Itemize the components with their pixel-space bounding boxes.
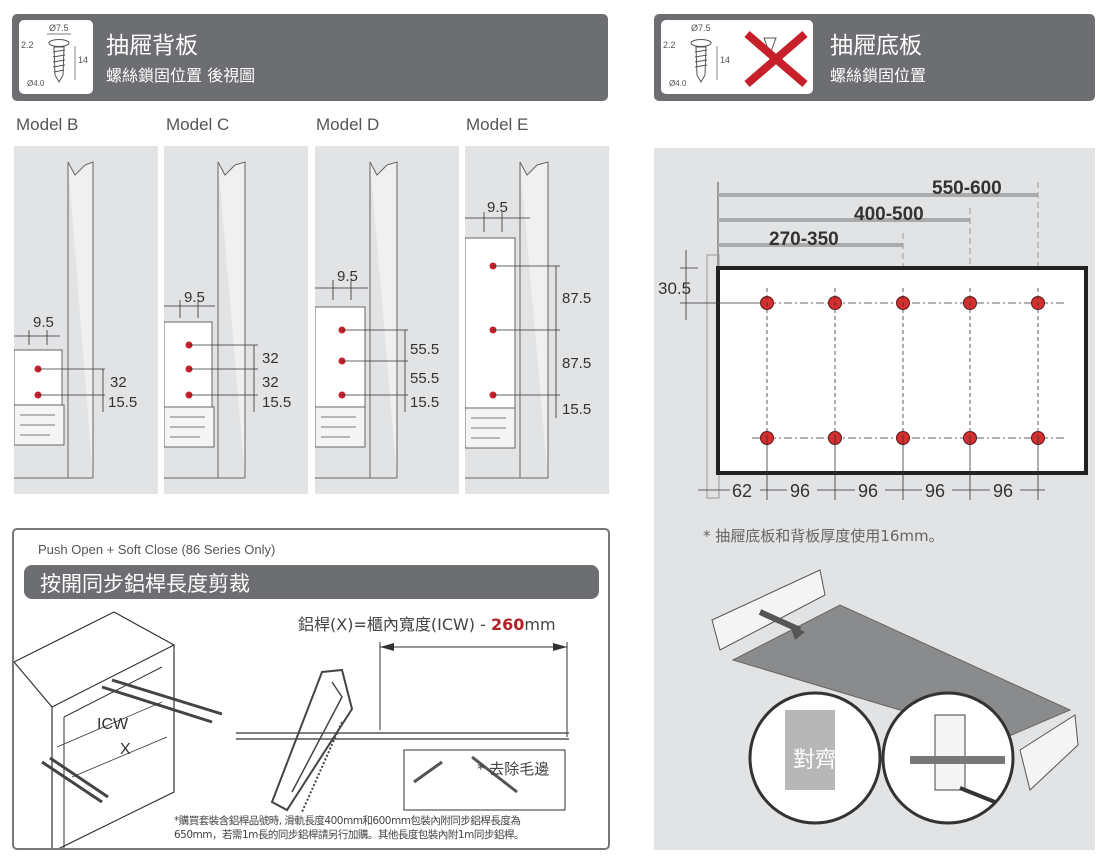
- model-e-label: Model E: [466, 115, 529, 134]
- formula-value: 260: [491, 615, 525, 634]
- length-270-350: 270-350: [769, 229, 839, 250]
- cut-formula: 鋁桿(X)=櫃內寬度(ICW) - 260mm: [298, 615, 556, 634]
- model-d-diagram: 9.5 55.5 55.5 15.5: [315, 146, 459, 494]
- svg-text:15.5: 15.5: [108, 394, 137, 411]
- header-subtitle: 螺絲鎖固位置 後視圖: [106, 66, 256, 85]
- footnote: *購買套裝含鋁桿品號時, 滑軌長度400mm和600mm包裝內附同步鋁桿長度為 …: [174, 815, 524, 841]
- cabinet-and-saw-illustration: ICW X: [14, 611, 569, 848]
- svg-text:2.2: 2.2: [21, 40, 34, 50]
- model-c-label: Model C: [166, 115, 230, 134]
- screw-not-used-icon: Ø7.5 2.2 14 Ø4.0: [661, 20, 813, 94]
- svg-text:32: 32: [110, 374, 127, 391]
- svg-text:Ø7.5: Ø7.5: [691, 23, 711, 33]
- svg-text:X: X: [120, 741, 131, 758]
- svg-text:2.2: 2.2: [663, 40, 676, 50]
- length-550-600: 550-600: [932, 178, 1002, 199]
- svg-text:ICW: ICW: [97, 716, 129, 733]
- svg-text:96: 96: [790, 481, 810, 501]
- svg-text:87.5: 87.5: [562, 290, 591, 307]
- svg-text:9.5: 9.5: [337, 268, 358, 285]
- svg-text:9.5: 9.5: [33, 314, 54, 331]
- length-400-500: 400-500: [854, 204, 924, 225]
- align-label: 對齊: [793, 748, 837, 773]
- svg-text:62: 62: [732, 481, 752, 501]
- svg-text:87.5: 87.5: [562, 355, 591, 372]
- thickness-note: * 抽屜底板和背板厚度使用16mm。: [703, 527, 944, 545]
- header-title: 抽屜底板: [830, 33, 922, 59]
- rod-cutting-section: Push Open + Soft Close (86 Series Only) …: [12, 528, 610, 850]
- model-d-label: Model D: [316, 115, 380, 134]
- svg-text:55.5: 55.5: [410, 341, 439, 358]
- svg-text:30.5: 30.5: [658, 279, 691, 298]
- screw-spec-icon: Ø7.5 2.2 14 Ø4.0: [19, 20, 93, 94]
- svg-text:Ø4.0: Ø4.0: [669, 79, 687, 88]
- svg-text:9.5: 9.5: [487, 199, 508, 216]
- svg-text:15.5: 15.5: [410, 394, 439, 411]
- svg-text:96: 96: [925, 481, 945, 501]
- header-subtitle: 螺絲鎖固位置: [830, 66, 927, 85]
- svg-text:14: 14: [78, 55, 88, 65]
- svg-text:15.5: 15.5: [262, 394, 291, 411]
- svg-text:15.5: 15.5: [562, 401, 591, 418]
- model-b-label: Model B: [16, 115, 79, 134]
- svg-text:32: 32: [262, 374, 279, 391]
- header-title: 抽屜背板: [106, 33, 198, 59]
- model-c-diagram: 9.5 32 32 15.5: [164, 146, 308, 494]
- svg-text:55.5: 55.5: [410, 370, 439, 387]
- bottom-panel-diagram: 550-600 400-500 270-350 30.5 62 96 96 96…: [654, 148, 1095, 850]
- svg-text:Ø4.0: Ø4.0: [27, 79, 45, 88]
- bottom-panel-header: Ø7.5 2.2 14 Ø4.0 抽屜底板 螺絲鎖固位置: [654, 14, 1095, 101]
- back-panel-header: Ø7.5 2.2 14 Ø4.0 抽屜背板 螺絲鎖固位置 後視圖: [12, 14, 608, 101]
- svg-text:14: 14: [720, 55, 730, 65]
- section-title: 按開同步鋁桿長度剪裁: [24, 565, 599, 599]
- svg-text:9.5: 9.5: [184, 289, 205, 306]
- svg-text:Ø7.5: Ø7.5: [49, 23, 69, 33]
- section-subtitle: Push Open + Soft Close (86 Series Only): [38, 542, 276, 557]
- svg-text:96: 96: [858, 481, 878, 501]
- svg-text:32: 32: [262, 350, 279, 367]
- svg-text:96: 96: [993, 481, 1013, 501]
- deburr-label: * 去除毛邊: [477, 760, 550, 778]
- model-b-diagram: 9.5 32 15.5: [14, 146, 158, 494]
- model-e-diagram: 9.5 87.5 87.5 15.5: [465, 146, 609, 494]
